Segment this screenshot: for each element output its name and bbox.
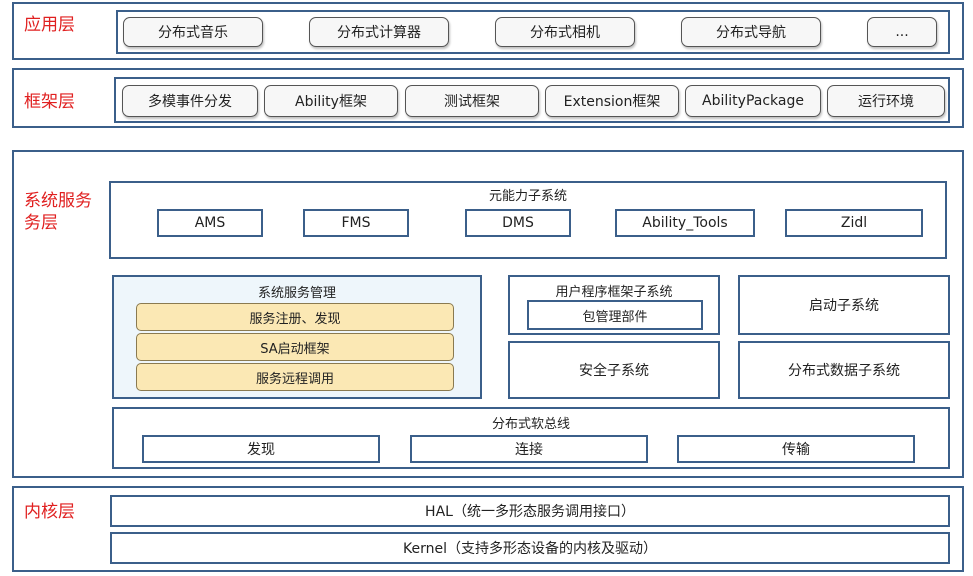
app-item-more[interactable]: ...: [867, 17, 937, 47]
framework-layer: 框架层 多模事件分发 Ability框架 测试框架 Extension框架 Ab…: [12, 68, 964, 128]
sa-item-remote-call[interactable]: 服务远程调用: [136, 363, 454, 391]
meta-ability-dms[interactable]: DMS: [465, 209, 571, 237]
framework-item-extension[interactable]: Extension框架: [545, 85, 679, 117]
app-item-distributed-camera[interactable]: 分布式相机: [495, 17, 635, 47]
service-layer-label-line1: 系统服务: [24, 191, 92, 211]
user-framework-title: 用户程序框架子系统: [555, 285, 673, 300]
framework-item-event-dispatch[interactable]: 多模事件分发: [122, 85, 258, 117]
kernel-layer-label: 内核层: [24, 502, 75, 522]
framework-layer-label: 框架层: [24, 92, 75, 112]
app-layer-label: 应用层: [24, 15, 75, 35]
framework-layer-container: 多模事件分发 Ability框架 测试框架 Extension框架 Abilit…: [114, 77, 950, 123]
app-layer: 应用层 分布式音乐 分布式计算器 分布式相机 分布式导航 ...: [12, 2, 964, 60]
kernel-layer: 内核层 HAL（统一多形态服务调用接口） Kernel（支持多形态设备的内核及驱…: [12, 486, 964, 572]
service-layer-label: 系统服务 务层: [24, 190, 92, 234]
meta-ability-zidl[interactable]: Zidl: [785, 209, 923, 237]
app-layer-container: 分布式音乐 分布式计算器 分布式相机 分布式导航 ...: [116, 10, 950, 54]
meta-ability-fms[interactable]: FMS: [303, 209, 409, 237]
softbus-connect[interactable]: 连接: [410, 435, 648, 463]
meta-ability-ams[interactable]: AMS: [157, 209, 263, 237]
meta-ability-ability-tools[interactable]: Ability_Tools: [615, 209, 755, 237]
softbus-discover[interactable]: 发现: [142, 435, 380, 463]
app-item-distributed-music[interactable]: 分布式音乐: [123, 17, 263, 47]
meta-ability-subsystem: 元能力子系统 AMS FMS DMS Ability_Tools Zidl: [109, 181, 947, 259]
service-layer-label-line2: 务层: [24, 213, 58, 233]
meta-ability-title: 元能力子系统: [488, 189, 567, 204]
framework-item-runtime[interactable]: 运行环境: [827, 85, 945, 117]
service-layer: 系统服务 务层 元能力子系统 AMS FMS DMS Ability_Tools…: [12, 150, 964, 478]
sa-item-startup-framework[interactable]: SA启动框架: [136, 333, 454, 361]
sa-item-register-discover[interactable]: 服务注册、发现: [136, 303, 454, 331]
softbus-transfer[interactable]: 传输: [677, 435, 915, 463]
kernel-box[interactable]: Kernel（支持多形态设备的内核及驱动）: [110, 532, 950, 564]
framework-item-ability[interactable]: Ability框架: [264, 85, 398, 117]
security-subsystem[interactable]: 安全子系统: [508, 341, 720, 399]
softbus-title: 分布式软总线: [491, 417, 570, 432]
app-item-distributed-navigation[interactable]: 分布式导航: [681, 17, 821, 47]
framework-item-test[interactable]: 测试框架: [405, 85, 539, 117]
hal-box[interactable]: HAL（统一多形态服务调用接口）: [110, 495, 950, 527]
bundle-manager[interactable]: 包管理部件: [527, 300, 703, 330]
startup-subsystem[interactable]: 启动子系统: [738, 275, 950, 335]
sa-manager: 系统服务管理 服务注册、发现 SA启动框架 服务远程调用: [112, 275, 482, 399]
softbus: 分布式软总线 发现 连接 传输: [112, 407, 950, 469]
app-item-distributed-calculator[interactable]: 分布式计算器: [309, 17, 449, 47]
framework-item-abilitypackage[interactable]: AbilityPackage: [685, 85, 821, 117]
distributed-data-subsystem[interactable]: 分布式数据子系统: [738, 341, 950, 399]
sa-manager-title: 系统服务管理: [257, 286, 336, 301]
user-framework-subsystem: 用户程序框架子系统 包管理部件: [508, 275, 720, 335]
